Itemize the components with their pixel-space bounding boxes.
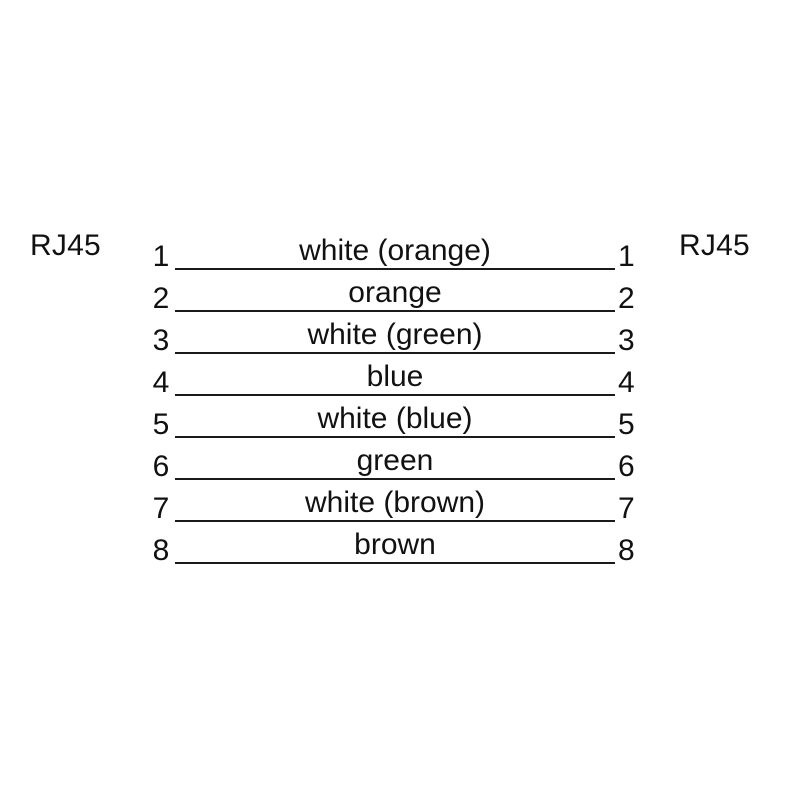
conductor-line <box>175 268 615 270</box>
left-pin-number: 2 <box>152 282 170 315</box>
wire-color-label: green <box>356 444 434 477</box>
wire-color-label: orange <box>348 276 442 309</box>
left-pin-number: 7 <box>152 492 170 525</box>
left-pin-number: 6 <box>152 450 170 483</box>
left-pin-number: 3 <box>152 324 170 357</box>
conductor-line <box>175 478 615 480</box>
right-pin-number: 4 <box>618 366 635 399</box>
conductor-line <box>175 310 615 312</box>
wire-color-label: white (orange) <box>299 234 491 267</box>
right-pin-number: 2 <box>618 282 635 315</box>
wire-color-label: white (green) <box>307 318 483 351</box>
conductor-line <box>175 394 615 396</box>
left-pin-number: 8 <box>152 534 170 567</box>
left-pin-number: 4 <box>152 366 170 399</box>
right-pin-number: 8 <box>618 534 635 567</box>
conductor-line <box>175 520 615 522</box>
wire-color-label: white (brown) <box>304 486 486 519</box>
wire-color-label: blue <box>366 360 424 393</box>
left-connector-label: RJ45 <box>30 229 101 262</box>
conductor-line <box>175 436 615 438</box>
right-pin-number: 7 <box>618 492 635 525</box>
right-connector-label: RJ45 <box>679 229 750 262</box>
left-pin-number: 5 <box>152 408 170 441</box>
left-pin-number: 1 <box>152 240 170 273</box>
conductor-line <box>175 562 615 564</box>
conductor-line <box>175 352 615 354</box>
right-pin-number: 6 <box>618 450 635 483</box>
wire-color-label: brown <box>354 528 436 561</box>
wire-color-label: white (blue) <box>317 402 473 435</box>
right-pin-number: 5 <box>618 408 635 441</box>
right-pin-number: 3 <box>618 324 635 357</box>
right-pin-number: 1 <box>618 240 635 273</box>
